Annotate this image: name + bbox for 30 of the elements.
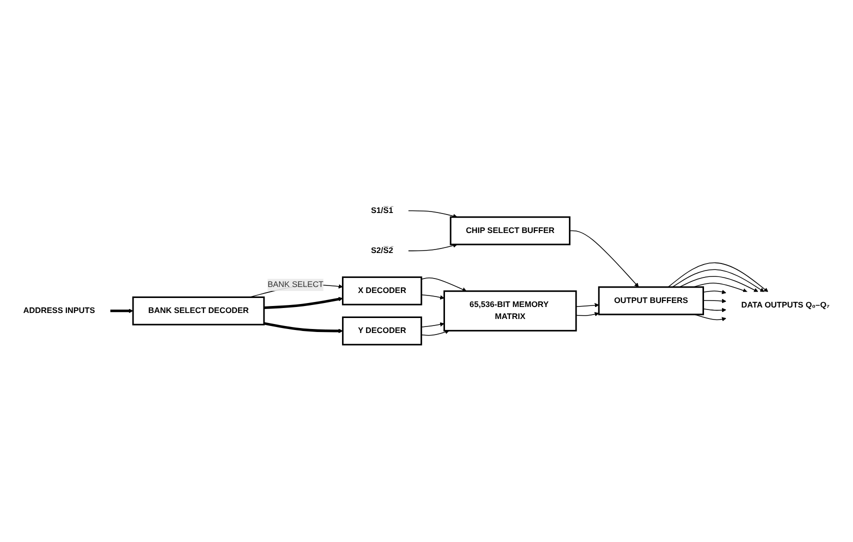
arrow: [264, 297, 343, 310]
arrow: [702, 298, 726, 304]
arrow: [408, 210, 458, 218]
arrow: [672, 269, 764, 292]
arrow: [408, 243, 458, 252]
arrow: [110, 308, 134, 314]
arrow: [576, 312, 600, 317]
node-text: S1/S̅1̅: [371, 206, 394, 215]
node-text: ADDRESS INPUTS: [23, 306, 96, 316]
node-text: S2/S̅2̅: [371, 246, 394, 256]
arrow: [576, 303, 600, 308]
arrow: [679, 276, 758, 292]
arrow: [702, 290, 726, 294]
arrow: [702, 308, 726, 312]
arrow: [420, 322, 444, 328]
arrow: [264, 322, 344, 334]
node-text: DATA OUTPUTS Q₀–Q₇: [741, 301, 830, 310]
arrow: [421, 294, 444, 300]
edge-label: BANK SELECT: [268, 280, 324, 290]
node-box: Y DECODER: [342, 316, 422, 346]
arrow: [421, 278, 467, 292]
arrow: [668, 262, 768, 292]
node-box: X DECODER: [342, 276, 422, 306]
arrow: [569, 230, 639, 288]
node-box: CHIP SELECT BUFFER: [450, 216, 570, 246]
node-box: OUTPUT BUFFERS: [598, 286, 704, 316]
arrow: [420, 330, 450, 336]
arrow: [693, 282, 748, 293]
node-box: BANK SELECT DECODER: [132, 296, 265, 326]
node-box: 65,536-BIT MEMORY MATRIX: [444, 290, 577, 332]
